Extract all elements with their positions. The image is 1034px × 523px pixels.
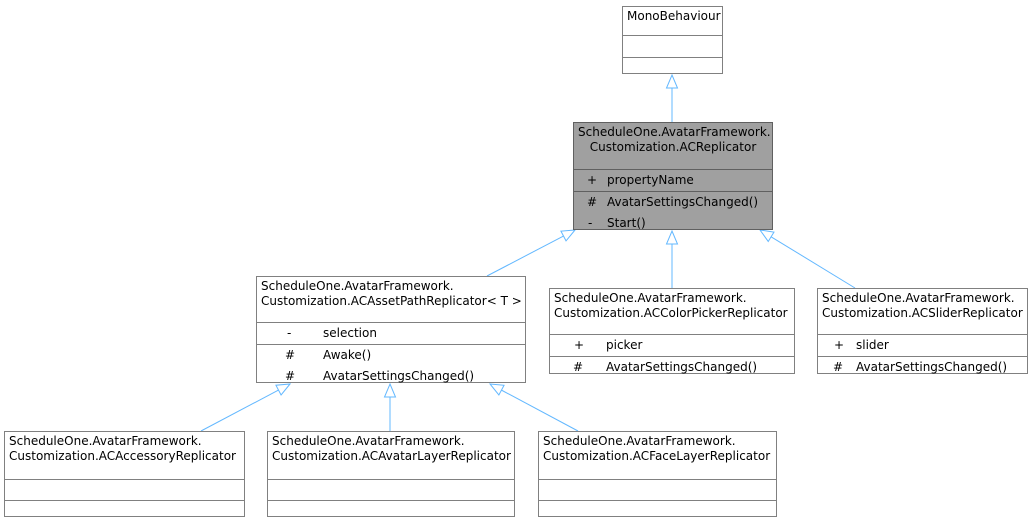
class-monobehaviour[interactable]: MonoBehaviour <box>622 6 723 74</box>
attribute-name: slider <box>856 338 889 352</box>
class-title-line: ScheduleOne.AvatarFramework. <box>261 279 454 293</box>
attribute-row[interactable]: + propertyName <box>574 170 772 191</box>
class-title-line: MonoBehaviour <box>627 9 721 23</box>
method-name: AvatarSettingsChanged() <box>607 195 759 209</box>
inheritance-arrowhead <box>758 229 775 243</box>
class-title-line: Customization.ACSliderReplicator <box>822 306 1023 320</box>
class-title-line: ScheduleOne.AvatarFramework. <box>543 434 736 448</box>
inheritance-arrowhead <box>488 383 505 396</box>
class-acassetpathreplicator[interactable]: ScheduleOne.AvatarFramework. Customizati… <box>256 276 526 383</box>
visibility-protected: # <box>285 369 296 383</box>
visibility-public: + <box>574 338 585 352</box>
method-row[interactable]: - Start() <box>574 213 772 234</box>
class-title-line: Customization.ACReplicator <box>589 140 757 154</box>
methods-section <box>539 500 776 521</box>
method-name: Awake() <box>323 348 372 362</box>
class-accolorpickerreplicator[interactable]: ScheduleOne.AvatarFramework. Customizati… <box>549 288 795 374</box>
class-acavatarlayerreplicator[interactable]: ScheduleOne.AvatarFramework. Customizati… <box>267 431 515 517</box>
inheritance-arrowhead <box>665 229 679 245</box>
method-name: AvatarSettingsChanged() <box>606 360 758 374</box>
attribute-row[interactable]: + slider <box>818 335 1027 356</box>
inheritance-arrowhead <box>275 383 292 396</box>
class-title-line: Customization.ACAvatarLayerReplicator <box>272 449 511 463</box>
attributes-section <box>623 35 722 57</box>
class-title-line: ScheduleOne.AvatarFramework. <box>822 291 1015 305</box>
methods-section: # AvatarSettingsChanged() <box>818 356 1027 378</box>
method-name: AvatarSettingsChanged() <box>323 369 475 383</box>
method-row[interactable]: # AvatarSettingsChanged() <box>550 357 794 378</box>
inheritance-arrowhead <box>383 382 397 398</box>
inheritance-arrowhead <box>665 73 679 89</box>
method-name: Start() <box>607 216 646 230</box>
methods-section <box>268 500 514 521</box>
inheritance-arrowhead <box>560 229 577 242</box>
methods-section: # AvatarSettingsChanged() - Start() <box>574 191 772 234</box>
inheritance-edge-asset-to-acr <box>486 235 564 277</box>
attribute-row[interactable]: + picker <box>550 335 794 356</box>
class-title-line: Customization.ACColorPickerReplicator <box>554 306 788 320</box>
visibility-protected: # <box>833 360 844 374</box>
attributes-section: + propertyName <box>574 169 772 191</box>
attribute-name: selection <box>323 326 377 340</box>
inheritance-edge-accessory-to-asset <box>200 389 279 432</box>
methods-section: # Awake() # AvatarSettingsChanged() <box>257 344 525 387</box>
visibility-private: - <box>588 216 593 230</box>
attribute-row[interactable]: - selection <box>257 323 525 344</box>
visibility-protected: # <box>573 360 584 374</box>
attributes-section <box>539 479 776 500</box>
class-title-line: ScheduleOne.AvatarFramework. <box>578 125 771 139</box>
visibility-public: + <box>834 338 845 352</box>
class-acaccessoryreplicator[interactable]: ScheduleOne.AvatarFramework. Customizati… <box>4 431 245 517</box>
attributes-section: + picker <box>550 334 794 356</box>
visibility-protected: # <box>285 348 296 362</box>
class-title-line: ScheduleOne.AvatarFramework. <box>554 291 747 305</box>
class-acsliderreplicator[interactable]: ScheduleOne.AvatarFramework. Customizati… <box>817 288 1028 374</box>
attribute-name: picker <box>606 338 643 352</box>
method-row[interactable]: # AvatarSettingsChanged() <box>818 357 1027 378</box>
class-title-line: ScheduleOne.AvatarFramework. <box>9 434 202 448</box>
method-row[interactable]: # AvatarSettingsChanged() <box>257 366 525 387</box>
attributes-section <box>268 479 514 500</box>
visibility-private: - <box>287 326 292 340</box>
class-title-line: ScheduleOne.AvatarFramework. <box>272 434 465 448</box>
method-name: AvatarSettingsChanged() <box>856 360 1008 374</box>
methods-section <box>5 500 244 521</box>
class-acfacelayerreplicator[interactable]: ScheduleOne.AvatarFramework. Customizati… <box>538 431 777 517</box>
class-title-line: Customization.ACFaceLayerReplicator <box>543 449 771 463</box>
attributes-section <box>5 479 244 500</box>
class-title-line: Customization.ACAccessoryReplicator <box>9 449 236 463</box>
inheritance-edge-slider-to-acr <box>770 236 856 289</box>
attributes-section: - selection <box>257 322 525 344</box>
attributes-section: + slider <box>818 334 1027 356</box>
methods-section: # AvatarSettingsChanged() <box>550 356 794 378</box>
methods-section <box>623 57 722 78</box>
visibility-protected: # <box>587 195 598 209</box>
inheritance-edge-facelayer-to-asset <box>501 389 579 432</box>
class-acreplicator[interactable]: ScheduleOne.AvatarFramework. Customizati… <box>573 122 773 230</box>
attribute-name: propertyName <box>607 173 694 187</box>
method-row[interactable]: # AvatarSettingsChanged() <box>574 192 772 213</box>
method-row[interactable]: # Awake() <box>257 345 525 366</box>
class-title-line: Customization.ACAssetPathReplicator< T > <box>261 294 522 308</box>
visibility-public: + <box>587 173 598 187</box>
